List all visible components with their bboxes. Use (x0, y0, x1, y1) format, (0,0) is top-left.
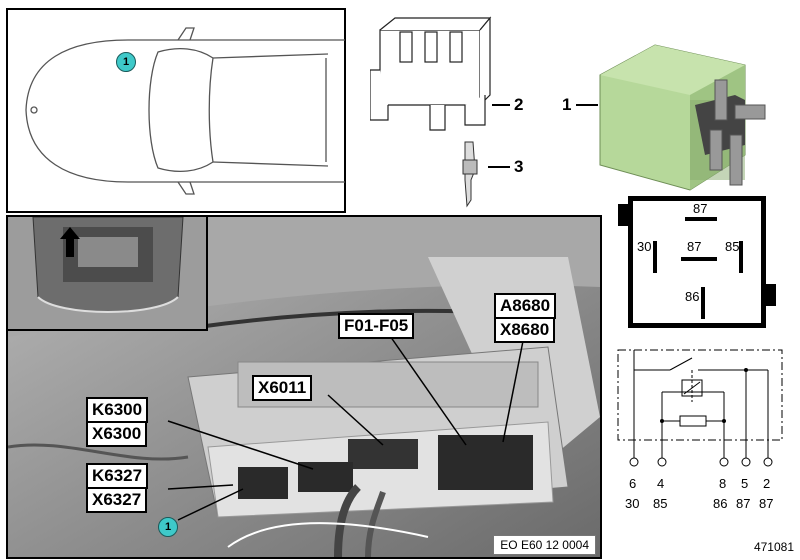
relay-pin-layout-box: 87 30 87 85 86 (628, 196, 766, 328)
pin-87-mid-label: 87 (687, 239, 702, 254)
part-number-2: 2 (514, 95, 524, 114)
engine-inset-drawing (8, 217, 206, 329)
label-x6300: X6300 (86, 421, 148, 447)
relay-box-tab-left (618, 204, 630, 226)
label-f01-f05: F01-F05 (338, 313, 415, 339)
schematic-pin-number: 2 (763, 476, 771, 491)
photo-reference-code: EO E60 12 0004 (493, 535, 596, 555)
part-number-3: 3 (514, 157, 524, 176)
relay-socket-drawing (370, 16, 492, 131)
pin-86-label: 86 (685, 289, 700, 304)
schematic-pin-function: 87 (736, 496, 751, 511)
callout-1-car: 1 (116, 52, 136, 72)
schematic-pin-number: 8 (719, 476, 727, 491)
label-x8680: X8680 (494, 317, 556, 343)
relay-box-tab-right (764, 284, 776, 306)
pin-87-top-bar (685, 217, 717, 221)
schematic-pin-function: 85 (653, 496, 668, 511)
pin-86-bar (701, 287, 705, 319)
pin-85-label: 85 (725, 239, 740, 254)
label-x6011: X6011 (252, 375, 313, 401)
schematic-pin-function: 86 (713, 496, 728, 511)
label-k6300: K6300 (86, 397, 149, 423)
pin-87-mid-bar (681, 257, 717, 261)
schematic-pin-number: 5 (741, 476, 749, 491)
label-k6327: K6327 (86, 463, 149, 489)
leader-line-1 (576, 104, 598, 106)
engine-bay-photo-panel: A8680 X8680 F01-F05 X6011 K6300 X6300 K6… (6, 215, 602, 559)
schematic-pin-number: 6 (629, 476, 637, 491)
pin-30-bar (653, 241, 657, 273)
car-outline-drawing (25, 27, 345, 195)
part-number-1: 1 (562, 95, 572, 114)
schematic-pin-function: 87 (759, 496, 774, 511)
callout-1-photo: 1 (158, 517, 178, 537)
pin-30-label: 30 (637, 239, 652, 254)
schematic-pin-function: 30 (625, 496, 640, 511)
leader-line-3 (488, 166, 510, 168)
car-top-view-panel: 1 (6, 8, 346, 213)
relay-schematic (617, 349, 783, 467)
terminal-pin-drawing (462, 141, 478, 208)
label-a8680: A8680 (494, 293, 557, 319)
label-x6327: X6327 (86, 487, 148, 513)
pin-87-top-label: 87 (693, 201, 708, 216)
leader-line-2 (492, 104, 510, 106)
pin-85-bar (739, 241, 743, 273)
green-relay-drawing (599, 44, 766, 191)
schematic-pin-number: 4 (657, 476, 665, 491)
document-number: 471081 (753, 540, 794, 554)
engine-compartment-inset (8, 217, 208, 331)
